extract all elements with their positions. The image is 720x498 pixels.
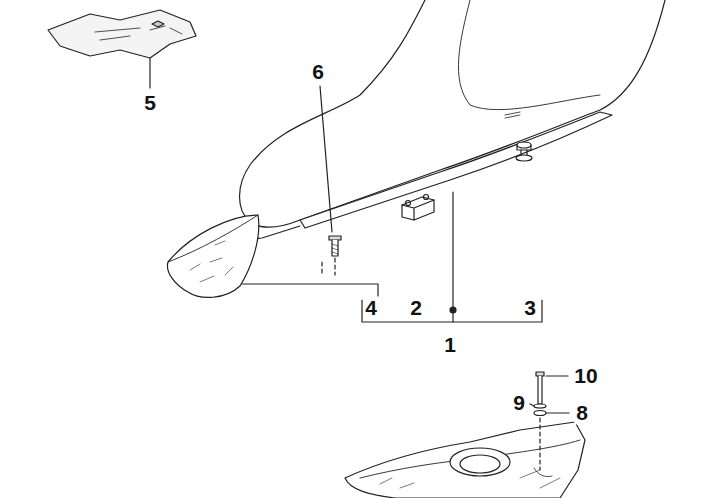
callout-number: 10 bbox=[572, 364, 599, 387]
callout-number: 4 bbox=[363, 296, 379, 319]
callout-number: 6 bbox=[310, 60, 326, 83]
callout-number: 9 bbox=[511, 391, 527, 414]
callout-number: 2 bbox=[408, 296, 424, 319]
rubber-bumper bbox=[516, 142, 532, 161]
pouch bbox=[167, 215, 378, 300]
hinge-bracket bbox=[402, 195, 434, 221]
callout-number: 8 bbox=[574, 401, 590, 424]
group-bracket bbox=[362, 192, 542, 322]
callout-number: 3 bbox=[522, 296, 538, 319]
under-seat-tray bbox=[345, 422, 585, 498]
callout-number: 1 bbox=[442, 333, 458, 356]
seat-cover-part bbox=[48, 10, 196, 88]
bolt-and-washers bbox=[530, 372, 569, 470]
callout-number: 5 bbox=[142, 91, 158, 114]
seat bbox=[240, 0, 666, 238]
screw bbox=[320, 86, 341, 275]
